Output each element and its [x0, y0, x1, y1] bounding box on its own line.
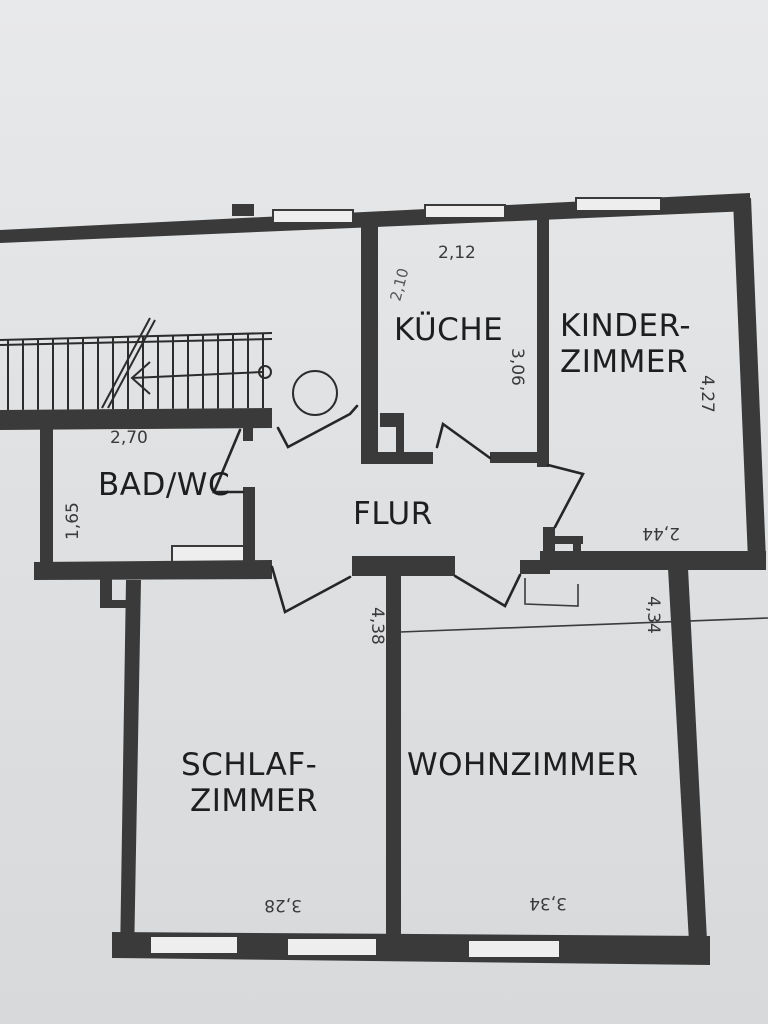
bath-left-wall — [40, 420, 53, 578]
room-label-wohnzimmer: WOHNZIMMER — [407, 747, 639, 783]
kueche-bottom-left — [361, 452, 433, 464]
wohnzimmer-door — [453, 573, 522, 608]
flur-right-small — [520, 560, 550, 574]
top-wall — [0, 193, 750, 243]
dim-kueche-depth: 3,06 — [507, 348, 527, 386]
room-label-schlafzimmer-1: SCHLAF- — [181, 747, 317, 783]
schlaf-corner-block — [100, 577, 112, 605]
dim-schlafzimmer-width: 3,28 — [264, 895, 302, 915]
stair-bath-wall — [0, 408, 272, 430]
pencil-box — [524, 578, 579, 607]
kueche-left-wall — [361, 222, 378, 462]
bath-right-wall-top — [243, 425, 253, 441]
room-label-kinderzimmer-1: KINDER- — [560, 308, 691, 344]
dim-bad-width: 2,70 — [110, 428, 148, 448]
dim-kueche-width: 2,12 — [438, 243, 476, 263]
right-wall-lower — [668, 568, 708, 960]
right-wall-upper — [733, 198, 766, 560]
window-bottom-3 — [467, 939, 561, 959]
room-label-kueche: KÜCHE — [394, 311, 503, 348]
flur-bottom-center — [352, 556, 455, 576]
dim-kueche-pencil: 2,10 — [386, 266, 412, 303]
left-wall-lower — [120, 580, 141, 958]
top-wall-notch — [232, 204, 254, 216]
window-bottom-1 — [149, 935, 239, 955]
schlafzimmer-door — [270, 565, 352, 614]
bath-right-wall — [243, 487, 255, 562]
window-top-3 — [575, 197, 662, 212]
dim-wohnzimmer-depth: 4,34 — [643, 596, 663, 634]
stair-arrow-line — [131, 371, 263, 379]
kueche-kinder-wall — [537, 215, 549, 467]
kueche-bottom-right — [490, 452, 548, 463]
stair-cut-line — [101, 317, 151, 409]
kinderzimmer-door — [546, 463, 585, 529]
pencil-line — [399, 617, 768, 633]
stair-handrail-top — [0, 332, 273, 341]
flur-right-box — [555, 536, 583, 544]
interior-walls — [0, 215, 583, 945]
flur-right-post — [543, 527, 555, 570]
exterior-walls — [0, 193, 766, 965]
kueche-pillar-side — [396, 413, 404, 457]
room-label-flur: FLUR — [353, 496, 433, 532]
stair-end-marker — [258, 365, 272, 379]
stair-handrail-second — [0, 338, 273, 346]
schlaf-corner-base — [100, 600, 130, 608]
schlaf-wohn-wall — [386, 575, 401, 945]
dim-bad-depth: 1,65 — [63, 502, 83, 540]
window-bottom-2 — [286, 937, 378, 957]
flur-right-box-side — [573, 536, 581, 570]
kueche-door — [435, 421, 492, 460]
doors — [212, 404, 768, 633]
stair-arrow-head — [130, 361, 151, 395]
room-label-kinderzimmer-2: ZIMMER — [560, 344, 688, 380]
dim-kinderzimmer-depth: 4,27 — [697, 375, 717, 413]
room-label-bad-wc: BAD/WC — [98, 467, 230, 503]
dim-kinderzimmer-width: 2,44 — [642, 523, 680, 543]
room-label-schlafzimmer-2: ZIMMER — [190, 783, 318, 819]
room-labels: KÜCHE KINDER- ZIMMER BAD/WC FLUR SCHLAF-… — [98, 308, 691, 819]
staircase — [0, 317, 338, 416]
stair-cut-line-2 — [107, 319, 156, 409]
dimensions: 2,12 2,10 3,06 4,27 2,44 2,70 1,65 4,38 … — [63, 243, 717, 915]
windows — [149, 197, 662, 959]
right-step-wall — [540, 551, 766, 570]
dim-schlafzimmer-depth: 4,38 — [367, 607, 387, 645]
dim-wohnzimmer-width: 3,34 — [529, 893, 567, 913]
stair-door — [276, 404, 359, 449]
round-column-icon — [292, 370, 338, 416]
window-top-1 — [272, 209, 354, 224]
bath-door — [212, 428, 245, 494]
window-top-2 — [424, 204, 506, 219]
bath-bottom-wall — [34, 560, 272, 580]
